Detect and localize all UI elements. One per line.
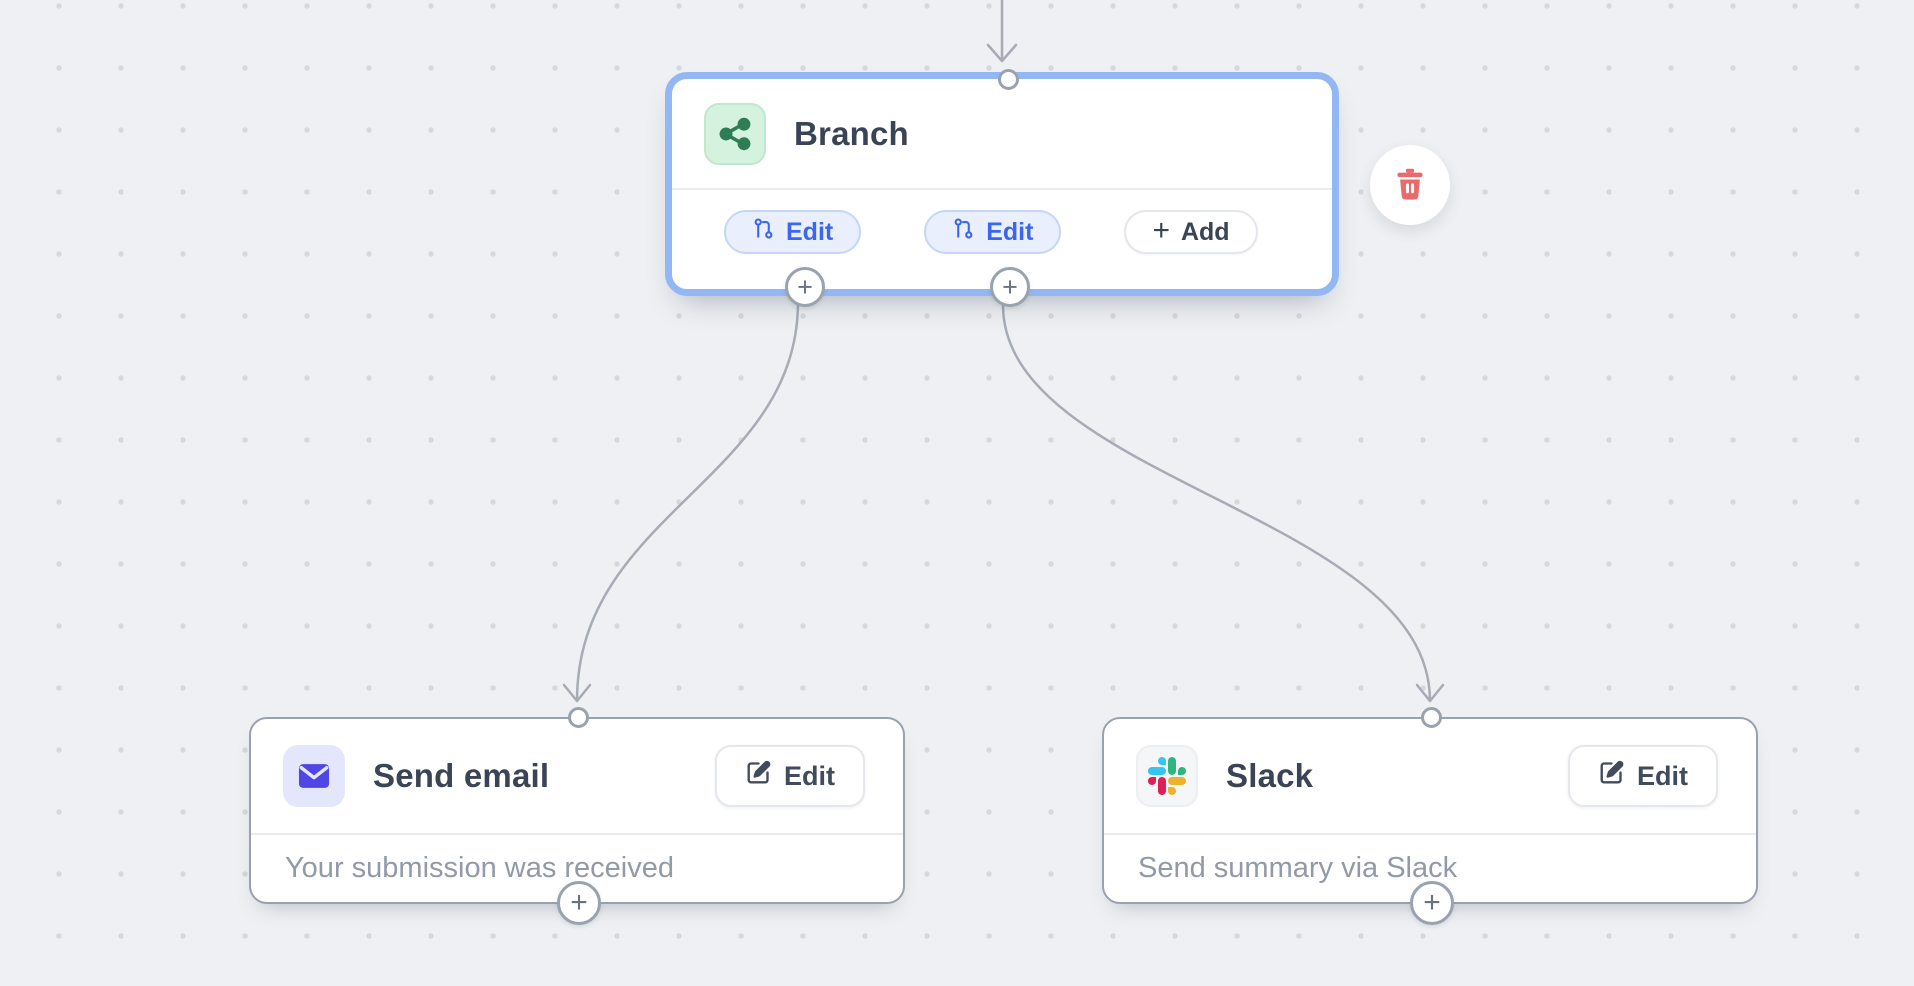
branch-input-handle[interactable] (998, 69, 1019, 90)
arrowhead-icon (1415, 683, 1445, 703)
edit-pencil-icon (745, 759, 772, 793)
send-email-subtitle: Your submission was received (285, 852, 675, 884)
slack-header: Slack Edit (1104, 719, 1756, 833)
plus-icon: + (1152, 213, 1170, 247)
delete-node-button[interactable] (1370, 145, 1450, 225)
slack-subtitle: Send summary via Slack (1138, 852, 1458, 884)
branch-rule-1-edit-button[interactable]: Edit (724, 210, 862, 254)
send-email-divider (251, 833, 903, 835)
branch-rules-row: Edit Edit + Add (672, 190, 1332, 254)
send-email-edit-button[interactable]: Edit (715, 745, 865, 807)
send-email-title: Send email (373, 757, 550, 794)
email-icon (283, 745, 345, 807)
send-email-input-handle[interactable] (568, 707, 589, 728)
slack-footer: Send summary via Slack (1104, 835, 1756, 902)
slack-icon (1136, 745, 1198, 807)
arrowhead-icon (986, 43, 1018, 63)
slack-divider (1104, 833, 1756, 835)
edge-branch-to-email (575, 304, 800, 702)
branch-rule-1-edit-label: Edit (786, 217, 834, 246)
slack-node[interactable]: Slack Edit Send summary via Slack + (1102, 707, 1758, 925)
branch-rule-2-edit-button[interactable]: Edit (924, 210, 1062, 254)
branch-node-title: Branch (794, 114, 909, 152)
send-email-edit-label: Edit (784, 760, 835, 791)
branch-share-icon (704, 102, 766, 165)
edge-branch-to-slack (1001, 304, 1432, 702)
branch-add-label: Add (1180, 217, 1230, 246)
plus-icon: + (1002, 271, 1018, 302)
branch-output-2-add-connector[interactable]: + (990, 267, 1030, 307)
slack-add-connector[interactable]: + (1410, 881, 1454, 925)
branch-output-1-add-connector[interactable]: + (785, 267, 825, 307)
send-email-footer: Your submission was received (251, 835, 903, 902)
git-branch-icon (952, 217, 975, 247)
slack-input-handle[interactable] (1421, 707, 1442, 728)
plus-icon: + (797, 271, 813, 302)
branch-node-divider (672, 188, 1332, 190)
branch-node[interactable]: Branch Edit (665, 69, 1339, 307)
arrowhead-icon (562, 683, 592, 703)
send-email-header: Send email Edit (251, 719, 903, 833)
trash-icon (1392, 166, 1428, 205)
plus-icon: + (570, 886, 588, 919)
branch-rule-2-edit-label: Edit (986, 217, 1034, 246)
branch-node-header: Branch (672, 79, 1332, 188)
slack-edit-button[interactable]: Edit (1568, 745, 1718, 807)
slack-edit-label: Edit (1637, 760, 1688, 791)
send-email-add-connector[interactable]: + (557, 881, 601, 925)
slack-title: Slack (1226, 757, 1314, 794)
plus-icon: + (1423, 886, 1441, 919)
send-email-node[interactable]: Send email Edit Your submission was rece… (249, 707, 905, 925)
edit-pencil-icon (1598, 759, 1625, 793)
git-branch-icon (752, 217, 775, 247)
branch-add-rule-button[interactable]: + Add (1124, 210, 1258, 254)
